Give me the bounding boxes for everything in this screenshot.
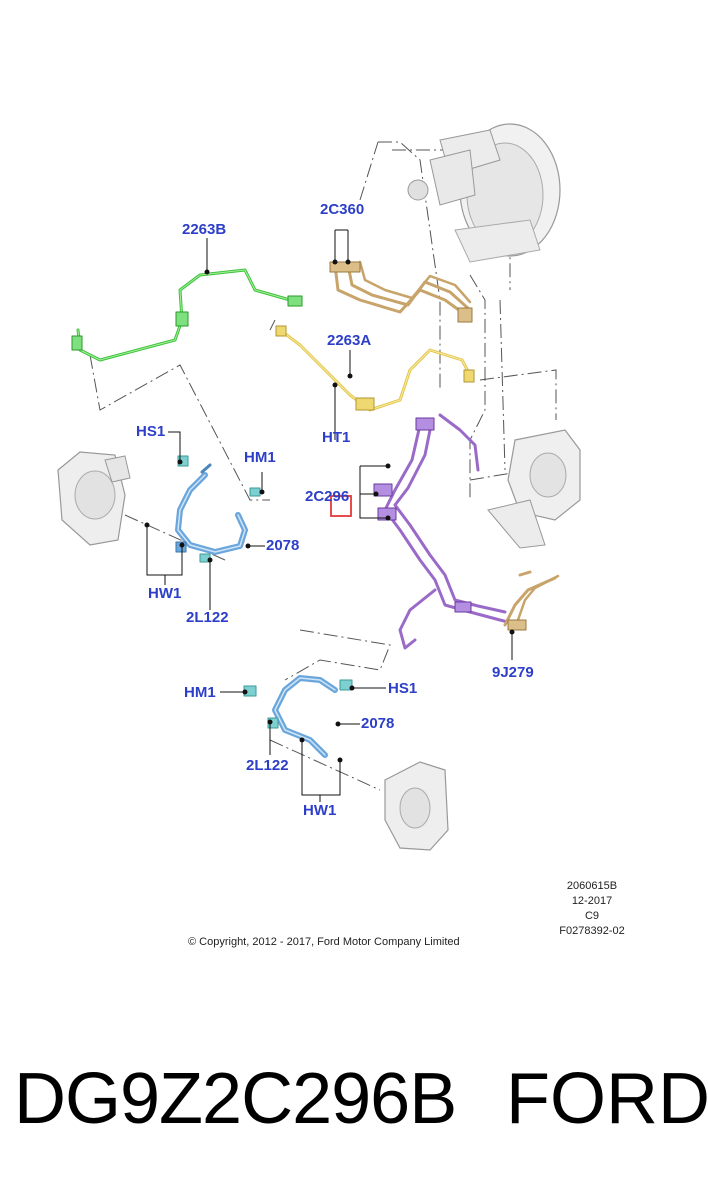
part-number: DG9Z2C296B	[14, 1059, 457, 1139]
highlight-box	[330, 495, 352, 517]
brake-line-2263b	[71, 268, 303, 362]
callout-2078-bottom: 2078	[361, 715, 395, 732]
callout-2263b: 2263B	[182, 221, 227, 238]
callout-9j279: 9J279	[492, 664, 534, 681]
brake-booster	[407, 123, 561, 263]
abs-module	[487, 429, 581, 549]
leader-dots	[144, 259, 515, 763]
rear-caliper	[384, 761, 449, 851]
illustration-date: 12-2017	[571, 895, 613, 907]
callout-ht1: HT1	[322, 429, 351, 446]
illustration-code: C9	[584, 910, 600, 922]
callout-hm1-top: HM1	[244, 449, 276, 466]
front-caliper	[57, 451, 131, 546]
callout-hs1-bottom: HS1	[388, 680, 418, 697]
copyright-notice: © Copyright, 2012 - 2017, Ford Motor Com…	[188, 936, 460, 948]
brake-line-2c296	[373, 413, 522, 650]
rear-hose-2078	[243, 675, 353, 758]
brake-lines-diagram	[57, 123, 581, 851]
caption: DG9Z2C296B FORD	[0, 1058, 708, 1158]
leader-lines	[146, 229, 513, 802]
callout-2l122-top: 2L122	[186, 609, 229, 626]
callout-hm1-bottom: HM1	[184, 684, 216, 701]
brake-line-9j279	[503, 570, 560, 631]
callout-hs1-top: HS1	[136, 423, 166, 440]
callout-2263a: 2263A	[327, 332, 372, 349]
illustration-ref: F0278392-02	[559, 925, 625, 937]
callout-2c360: 2C360	[320, 201, 365, 218]
callout-2078-top: 2078	[266, 537, 300, 554]
illustration-meta: 2060615B 12-2017 C9 F0278392-02	[552, 879, 632, 939]
callout-hw1-top: HW1	[148, 585, 182, 602]
front-hose-2078	[175, 455, 261, 563]
callout-2c296: 2C296	[305, 488, 350, 505]
illustration-id: 2060615B	[566, 880, 618, 892]
callout-hw1-bottom: HW1	[303, 802, 337, 819]
brand-name: FORD	[506, 1059, 708, 1139]
brake-line-2263a	[275, 325, 475, 412]
callout-2l122-bottom: 2L122	[246, 757, 289, 774]
brake-line-2c360	[329, 260, 473, 323]
